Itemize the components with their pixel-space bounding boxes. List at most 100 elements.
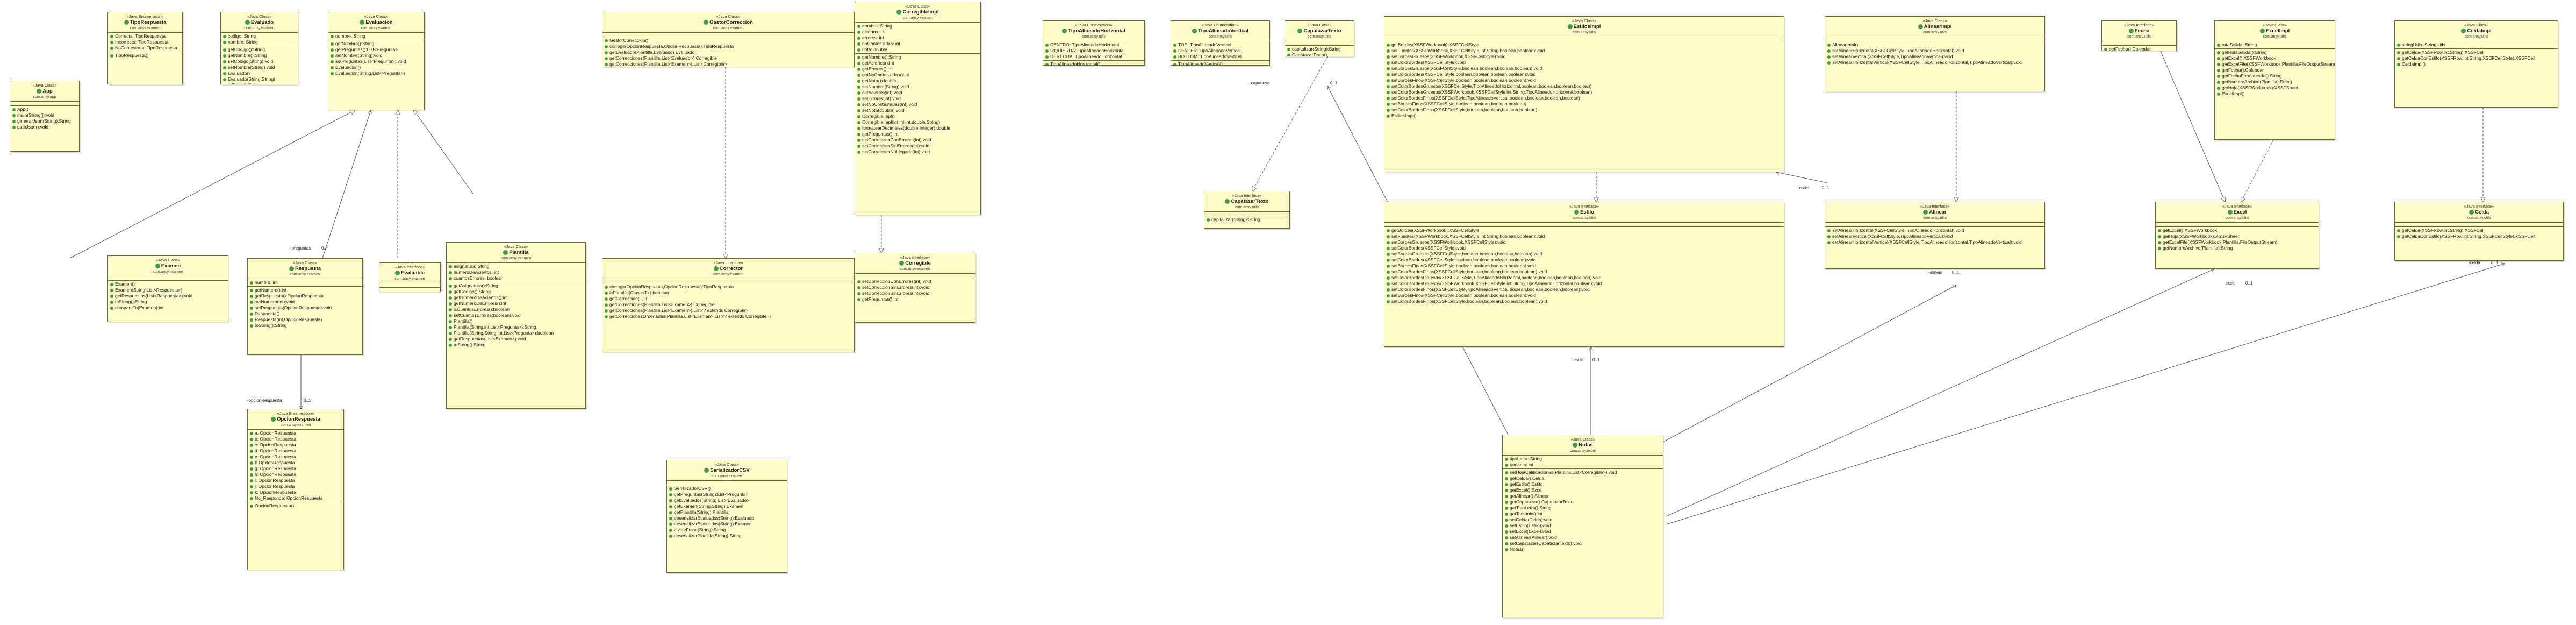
attributes-compartment [602,279,854,283]
class-name-text: CorregibleImpl [902,9,939,15]
class-kind-icon [1297,28,1303,33]
class-name: Corregible [856,260,974,267]
operation-row: AlinearImpl() [1825,42,2044,48]
operation-row: getFechaFormateada():String [2215,73,2335,79]
class-header: «Java Enumeration»TipoAlineadoHorizontal… [1043,21,1144,41]
class-name: Notas [1504,442,1662,449]
operation-row: setErrores(int):void [855,96,980,102]
operation-row: generarJson(String):String [10,118,79,124]
operation-row: setBordesFinos(XSSFCellStyle,boolean,boo… [1384,293,1784,299]
operation-row: getCapatazar():CapatazarTexto [1503,499,1663,505]
operation-row: getCorreccionesOrdenadas(Plantilla,List<… [602,314,854,319]
class-name-text: TipoAlineadoHorizontal [1068,28,1125,34]
operations-compartment: SerializadorCSV()getPreguntas(String):Li… [667,485,787,539]
attribute-row: BOTTOM: TipoAlineadoVertical [1171,54,1269,60]
class-kind-icon [1574,209,1580,215]
package-label: com.ansy.utils [1923,216,1947,220]
label-capatazar: -capatazar [1250,81,1270,86]
operation-row: getRutaSalida():String [2215,49,2335,55]
operation-row: setCorreccionNoLlegado(int):void [855,149,980,155]
stereotype-label: «Java Interface» [2222,204,2252,209]
class-kind-icon [704,19,709,25]
class-name-text: Estilo [1580,209,1594,215]
class-kind-icon [896,9,902,15]
operation-row: toString():String [221,82,298,84]
attributes-compartment [1384,37,1784,41]
operation-row: setColorBordesFinos(XSSFCellStyle,boolea… [1384,107,1784,113]
attributes-compartment [602,33,854,37]
stereotype-label: «Java Class» [504,244,528,249]
package-label: com.ansy.examen [153,270,183,274]
class-name-text: ExcelImpl [2265,28,2290,34]
operation-row: getEvaluado(Plantilla,Evaluado):Evaluado [602,49,854,55]
operation-row: setNumero(int):void [248,299,362,305]
operation-row: getNumeroDeErrores():int [447,301,585,307]
operation-row: Evaluado(String,String) [221,76,298,82]
operation-row: getExcelFile(XSSFWorkbook,Plantilla,File… [2156,239,2319,245]
operation-row: getCodigo():String [221,47,298,53]
class-name-text: Corrector [719,266,743,272]
stereotype-label: «Java Class» [2262,23,2287,27]
attribute-row: g: OpcionRespuesta [248,466,343,472]
operation-row: deserializarEvaluados(String):Examen [667,521,787,527]
operation-row: setAlinearVertical(XSSFCellStyle,TipoAli… [1825,233,2044,239]
class-name: CapatazarTexto [1206,198,1288,205]
attribute-row: asignatura: String [447,264,585,269]
class-name-text: Corregible [905,260,931,266]
stereotype-label: «Java Interface» [2124,23,2154,27]
class-kind-icon [1567,24,1573,29]
class-kind-icon [2128,28,2134,33]
class-name: Examen [109,263,227,269]
operation-row: TipoAlineadoHorizontal() [1043,61,1144,65]
attributes-compartment: numero: int [248,279,362,287]
operation-row: corregir(OpcionRespuesta,OpcionRespuesta… [602,44,854,49]
attributes-compartment [855,274,975,278]
operations-compartment: setHojaCalificaciones(Plantilla,List<Cor… [1503,469,1663,553]
class-kind-icon [1062,28,1067,33]
package-label: com.ansy.utils [1082,35,1106,39]
class-box-tipo-alineado-horizontal[interactable]: «Java Enumeration»TipoAlineadoHorizontal… [1043,20,1145,66]
operation-row: Respuesta() [248,311,362,317]
operation-row: setCuantosErrores(boolean):void [447,312,585,318]
attribute-row: Incorrecta: TipoRespuesta [108,39,182,45]
operation-row: Evaluacion() [328,65,424,70]
operation-row: CorregibleImpl(int,int,int,double,String… [855,119,980,125]
operation-row: Evaluado() [221,70,298,76]
edge-plantilla-evaluacion [414,110,473,194]
class-name: OpcionRespuesta [249,416,342,423]
